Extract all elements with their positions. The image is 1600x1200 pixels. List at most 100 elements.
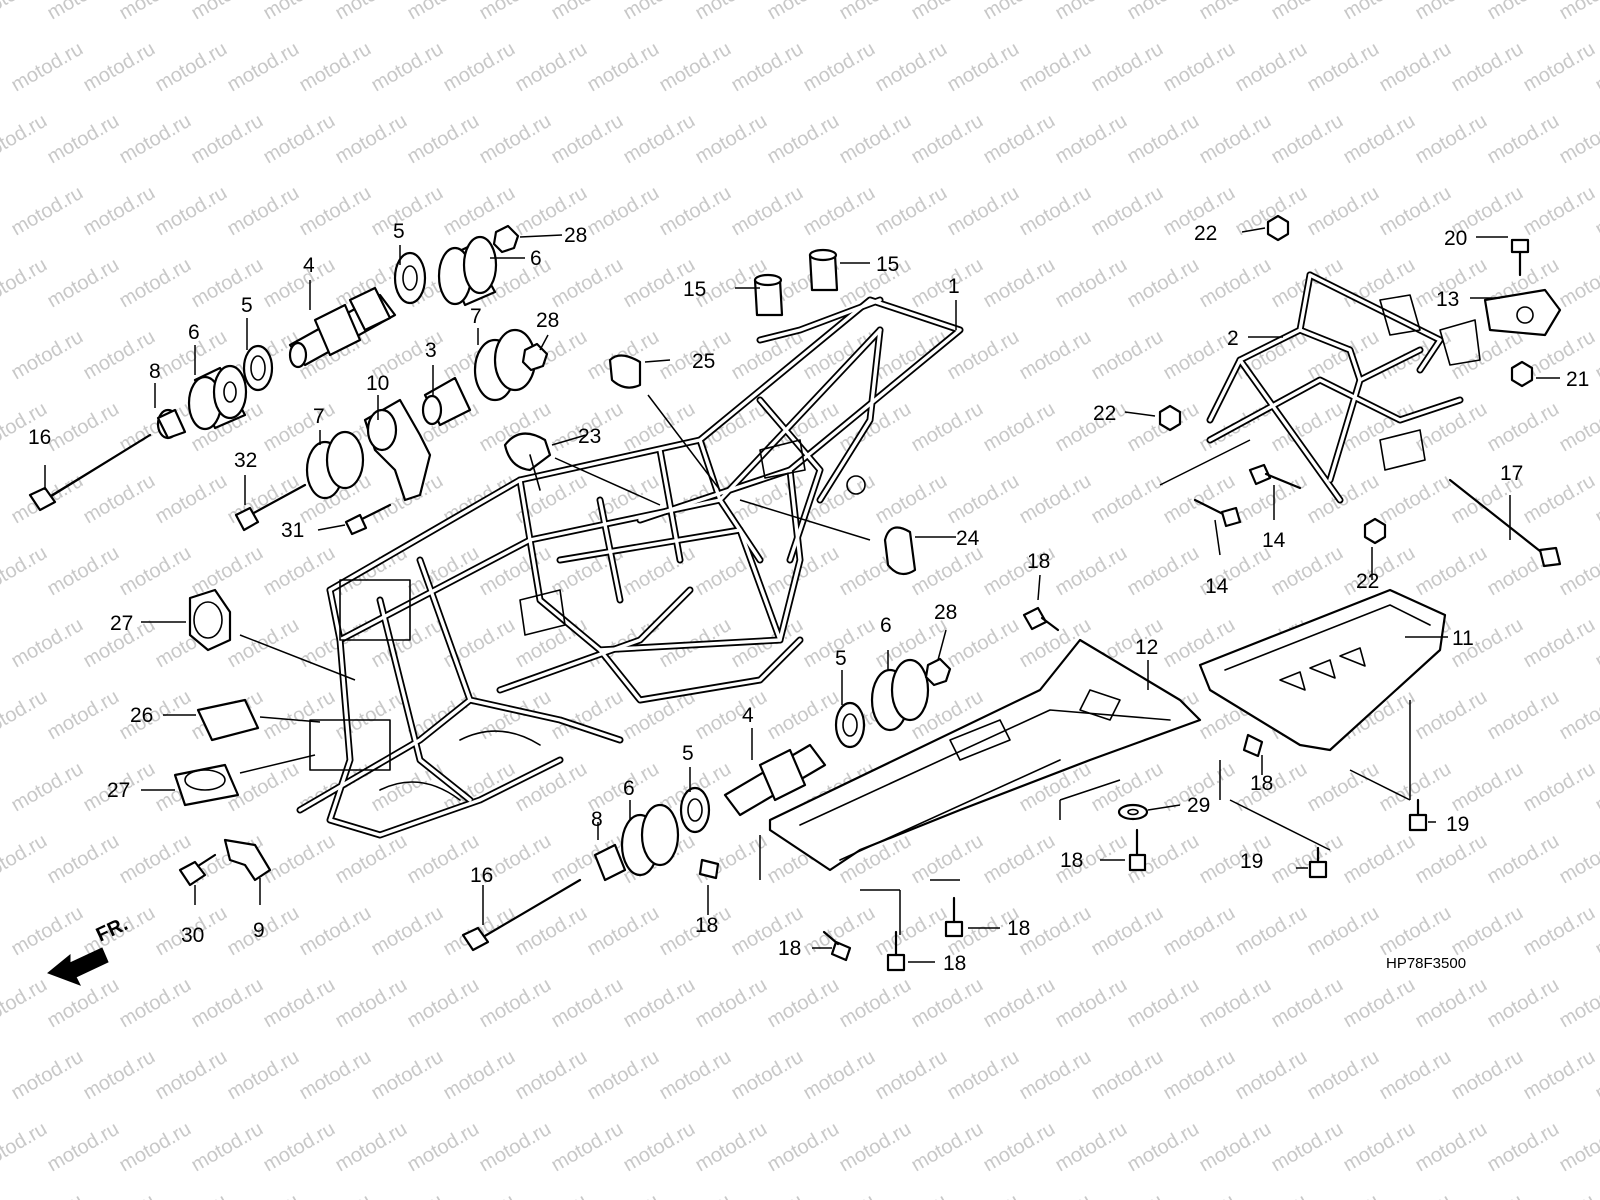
callout-18-top: 18 xyxy=(1027,550,1050,573)
leader-lines xyxy=(44,227,1560,963)
bolt-32 xyxy=(234,483,307,532)
bushing-6-upper-right xyxy=(437,235,498,307)
bolt-19-left xyxy=(1308,846,1328,879)
callout-9: 9 xyxy=(253,919,265,942)
bolt-31 xyxy=(344,503,392,536)
callout-5-upper-right: 5 xyxy=(393,220,405,243)
callout-1: 1 xyxy=(948,275,960,298)
callout-24: 24 xyxy=(956,527,980,550)
callout-6-lower-left: 6 xyxy=(623,777,635,800)
clamp-27-upper xyxy=(188,588,232,652)
collar-8-upper xyxy=(156,408,187,440)
bolt-18-bottom-b xyxy=(822,930,852,962)
callout-2: 2 xyxy=(1227,327,1239,350)
callout-21: 21 xyxy=(1566,368,1589,391)
cap-15-left xyxy=(753,273,784,317)
callout-18-bottom-a: 18 xyxy=(1007,917,1030,940)
callout-28-middle: 28 xyxy=(536,309,559,332)
clamp-24 xyxy=(883,526,917,576)
bearing-5-upper-right xyxy=(393,251,427,305)
callout-26: 26 xyxy=(130,704,153,727)
nut-21 xyxy=(1510,360,1534,388)
callout-18-center: 18 xyxy=(1060,849,1083,872)
bolt-18-bottom-a xyxy=(944,896,964,938)
callout-17: 17 xyxy=(1500,462,1523,485)
callout-18-left: 18 xyxy=(695,914,718,937)
callout-8-upper: 8 xyxy=(149,360,161,383)
skid-plate-12 xyxy=(768,638,1202,872)
cap-15-right xyxy=(808,248,839,292)
bolt-17 xyxy=(1448,478,1562,568)
shaft-3 xyxy=(421,376,472,427)
shaft-4-lower xyxy=(723,743,827,817)
callout-23: 23 xyxy=(578,425,601,448)
callout-20: 20 xyxy=(1444,227,1467,250)
callout-27-lower: 27 xyxy=(107,779,130,802)
skid-plate-11 xyxy=(1198,588,1447,752)
bushing-6-lower-left xyxy=(620,803,680,877)
shaft-4-upper xyxy=(288,286,397,369)
nut-28-lower xyxy=(924,657,952,687)
callout-30: 30 xyxy=(181,924,204,947)
callout-22-left: 22 xyxy=(1093,402,1116,425)
clamp-27-lower xyxy=(173,763,240,807)
callout-28-top: 28 xyxy=(564,224,587,247)
callout-22-top: 22 xyxy=(1194,222,1217,245)
nut-28-upper xyxy=(492,224,520,254)
bearing-5-lower-left xyxy=(679,786,711,834)
callout-7-lower: 7 xyxy=(313,405,325,428)
callout-7-upper: 7 xyxy=(470,305,482,328)
callout-15-left: 15 xyxy=(683,278,706,301)
bolt-18-top xyxy=(1022,606,1060,632)
bolt-14-upper xyxy=(1248,463,1302,490)
callout-29: 29 xyxy=(1187,794,1210,817)
bearing-5-upper-left xyxy=(242,344,274,392)
callout-14-lower: 14 xyxy=(1205,575,1229,598)
bolt-30 xyxy=(178,853,217,887)
bolt-18-center xyxy=(1128,828,1147,872)
callout-10: 10 xyxy=(366,372,389,395)
callout-16-upper: 16 xyxy=(28,426,51,449)
main-frame xyxy=(296,296,964,839)
bracket-10 xyxy=(363,398,432,502)
callout-5-lower-right: 5 xyxy=(835,647,847,670)
bolt-19-right xyxy=(1408,798,1428,832)
bushing-6-lower-right xyxy=(870,658,930,732)
callout-19-right: 19 xyxy=(1446,813,1469,836)
callout-6-lower-right: 6 xyxy=(880,614,892,637)
bracket-13 xyxy=(1483,288,1562,337)
nut-22-left xyxy=(1158,404,1182,432)
callout-13: 13 xyxy=(1436,288,1459,311)
front-arrow-icon xyxy=(47,947,109,986)
callout-6-upper-left: 6 xyxy=(188,321,200,344)
bracket-9 xyxy=(223,838,272,882)
callout-5-lower-left: 5 xyxy=(682,742,694,765)
callout-4-upper: 4 xyxy=(303,254,315,277)
callout-27-upper: 27 xyxy=(110,612,133,635)
bolt-18-bottom-c xyxy=(886,930,906,972)
nut-28-middle xyxy=(521,342,549,372)
callout-25: 25 xyxy=(692,350,715,373)
bolt-18-right xyxy=(1242,733,1264,758)
bushing-7-lower xyxy=(305,430,365,500)
callout-32: 32 xyxy=(234,449,257,472)
bolt-18-left xyxy=(698,858,720,880)
clamp-25 xyxy=(608,354,642,389)
bushing-6-upper-left xyxy=(187,364,248,431)
clip-23 xyxy=(503,432,552,491)
bolt-16-upper xyxy=(28,433,152,512)
callout-3: 3 xyxy=(425,339,437,362)
bushing-7-upper xyxy=(473,328,537,402)
callout-5-upper-left: 5 xyxy=(241,294,253,317)
callout-12: 12 xyxy=(1135,636,1158,659)
rear-subframe-2 xyxy=(1206,271,1481,504)
bearing-5-lower-right xyxy=(834,701,866,749)
nut-22-top xyxy=(1266,214,1290,242)
bolt-16-lower xyxy=(461,878,582,952)
callout-labels: 1 2 3 4 4 5 5 5 5 6 6 6 6 7 7 8 8 9 10 1… xyxy=(28,220,1589,975)
callout-6-upper-right: 6 xyxy=(530,247,542,270)
washer-29 xyxy=(1117,803,1149,821)
callout-4-lower: 4 xyxy=(742,704,754,727)
